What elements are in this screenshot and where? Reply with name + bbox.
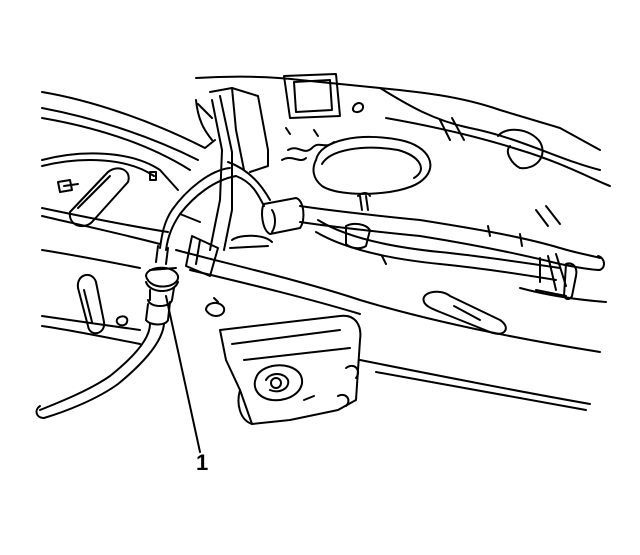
lower-bracket — [219, 314, 362, 425]
fuel-pipe-assembly — [35, 161, 605, 419]
left-floor-panel — [41, 91, 216, 345]
callout-label-1: 1 — [196, 450, 209, 475]
callout-leader-1 — [165, 295, 201, 453]
center-body-structure — [175, 73, 611, 411]
